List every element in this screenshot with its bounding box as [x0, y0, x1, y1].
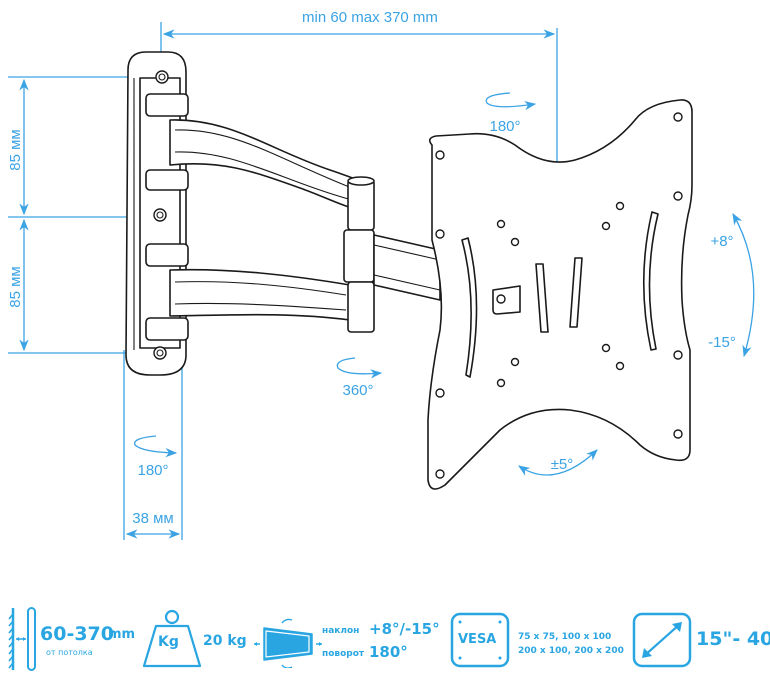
distance-unit: mm [108, 627, 136, 642]
tv-tilt-swivel-icon [254, 618, 322, 668]
rotation-arm-base: 180° [134, 435, 178, 479]
rotation-tilt: +8° -15° [708, 212, 755, 358]
middle-joint-label: 360° [342, 382, 373, 399]
spec-load: Kg 20 kg [140, 606, 250, 672]
distance-caption: от потолка [46, 648, 93, 657]
load-value: 20 kg [203, 633, 247, 649]
spec-vesa: VESA 75 x 75, 100 x 100 200 x 100, 200 x… [450, 606, 624, 672]
wall-plate [125, 51, 189, 376]
rotation-level: ±5° [518, 449, 598, 476]
tv-plate [427, 99, 693, 490]
rotation-tv-swivel: 180° [485, 92, 537, 135]
tilt-label: наклон [322, 626, 360, 636]
tilt-value: +8°/-15° [369, 620, 440, 638]
level-label: ±5° [551, 456, 574, 473]
tilt-down-label: -15° [708, 334, 736, 351]
lower-pitch-label: 85 мм [7, 266, 24, 307]
distance-value: 60-370 [40, 623, 114, 645]
vesa-sizes-line1: 75 x 75, 100 x 100 [518, 632, 612, 642]
plate-holes [435, 112, 683, 479]
middle-joint [343, 176, 441, 333]
weight-icon-label: Kg [158, 634, 179, 650]
spec-motion: наклон +8°/-15° поворот 180° [252, 606, 442, 672]
upper-arm [169, 119, 359, 211]
spec-distance: 60-370 mm от потолка [0, 606, 140, 672]
plate-width-dimension: 38 мм [123, 350, 183, 540]
swivel-value: 180° [369, 643, 408, 661]
weight-icon [142, 609, 202, 668]
spec-screen: 15"- 40" [632, 606, 770, 672]
rotation-middle-joint: 360° [336, 357, 383, 399]
tilt-up-label: +8° [710, 233, 733, 250]
plate-width-label: 38 мм [132, 510, 173, 527]
wall-distance-icon [8, 607, 36, 671]
vesa-icon-label: VESA [458, 632, 497, 647]
arm-base-label: 180° [137, 462, 168, 479]
tv-swivel-label: 180° [489, 118, 520, 135]
screen-size-value: 15"- 40" [696, 628, 770, 650]
reach-label: min 60 max 370 mm [302, 9, 438, 26]
vesa-icon [450, 612, 510, 668]
vesa-sizes-line2: 200 x 100, 200 x 200 [518, 646, 624, 656]
upper-pitch-label: 85 мм [7, 129, 24, 170]
swivel-label: поворот [322, 649, 365, 659]
screen-diagonal-icon [632, 612, 692, 668]
lower-arm [169, 268, 351, 321]
